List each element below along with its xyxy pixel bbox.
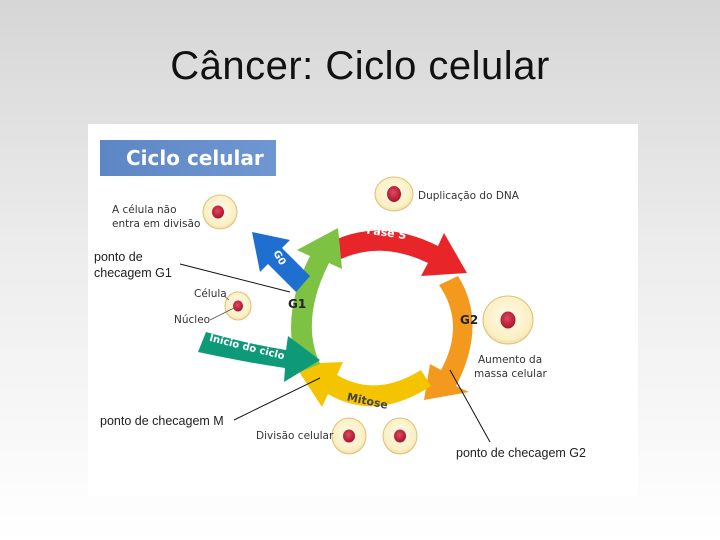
diagram-banner-text: Ciclo celular [126, 146, 264, 170]
label-aumento-1: Aumento da [478, 354, 543, 366]
phase-g2-label: G2 [460, 313, 478, 327]
label-nao-divisao-2: entra em divisão [112, 218, 201, 230]
label-duplicacao: Duplicação do DNA [418, 190, 519, 202]
phase-s-arrow [327, 230, 467, 276]
phase-mitose-arrow [294, 362, 431, 407]
cell-cycle-diagram: Fase S G2 Mitose G1 G0 Início do ciclo [179, 176, 534, 455]
diagram-banner: Ciclo celular [100, 140, 276, 176]
checkpoint-m-label: ponto de checagem M [100, 414, 224, 428]
checkpoint-g1-label-2: checagem G1 [94, 266, 172, 280]
cell-cycle-figure: Fase S G2 Mitose G1 G0 Início do ciclo [88, 124, 638, 496]
checkpoint-g1-label-1: ponto de [94, 250, 143, 264]
label-aumento-2: massa celular [474, 368, 547, 380]
cell-growth [482, 295, 534, 345]
cell-daughter-2 [382, 417, 418, 455]
label-nao-divisao-1: A célula não [112, 204, 177, 216]
label-nucleo: Núcleo [174, 314, 211, 326]
cell-g1 [224, 291, 252, 321]
phase-g1-label: G1 [288, 297, 306, 311]
slide-title: Câncer: Ciclo celular [170, 44, 550, 88]
phase-g1-arrow [291, 228, 342, 372]
checkpoint-g2-pointer [449, 369, 491, 443]
label-celula: Célula [194, 288, 227, 300]
checkpoint-g1-pointer [179, 263, 291, 293]
cell-dna-duplication [374, 176, 414, 212]
nucleus-pointer [209, 307, 235, 321]
cell-nondividing [202, 194, 238, 230]
checkpoint-g2-label: ponto de checagem G2 [456, 446, 586, 460]
phase-g2-arrow [424, 276, 473, 400]
checkpoint-m-pointer [233, 377, 321, 421]
phase-g0-arrow [252, 232, 310, 292]
inicio-ciclo-arrow [198, 332, 320, 382]
label-divisao: Divisão celular [256, 430, 334, 442]
cell-daughter-1 [331, 417, 367, 455]
phase-s-label: Fase S [366, 224, 408, 242]
cell-pointer [223, 295, 230, 301]
